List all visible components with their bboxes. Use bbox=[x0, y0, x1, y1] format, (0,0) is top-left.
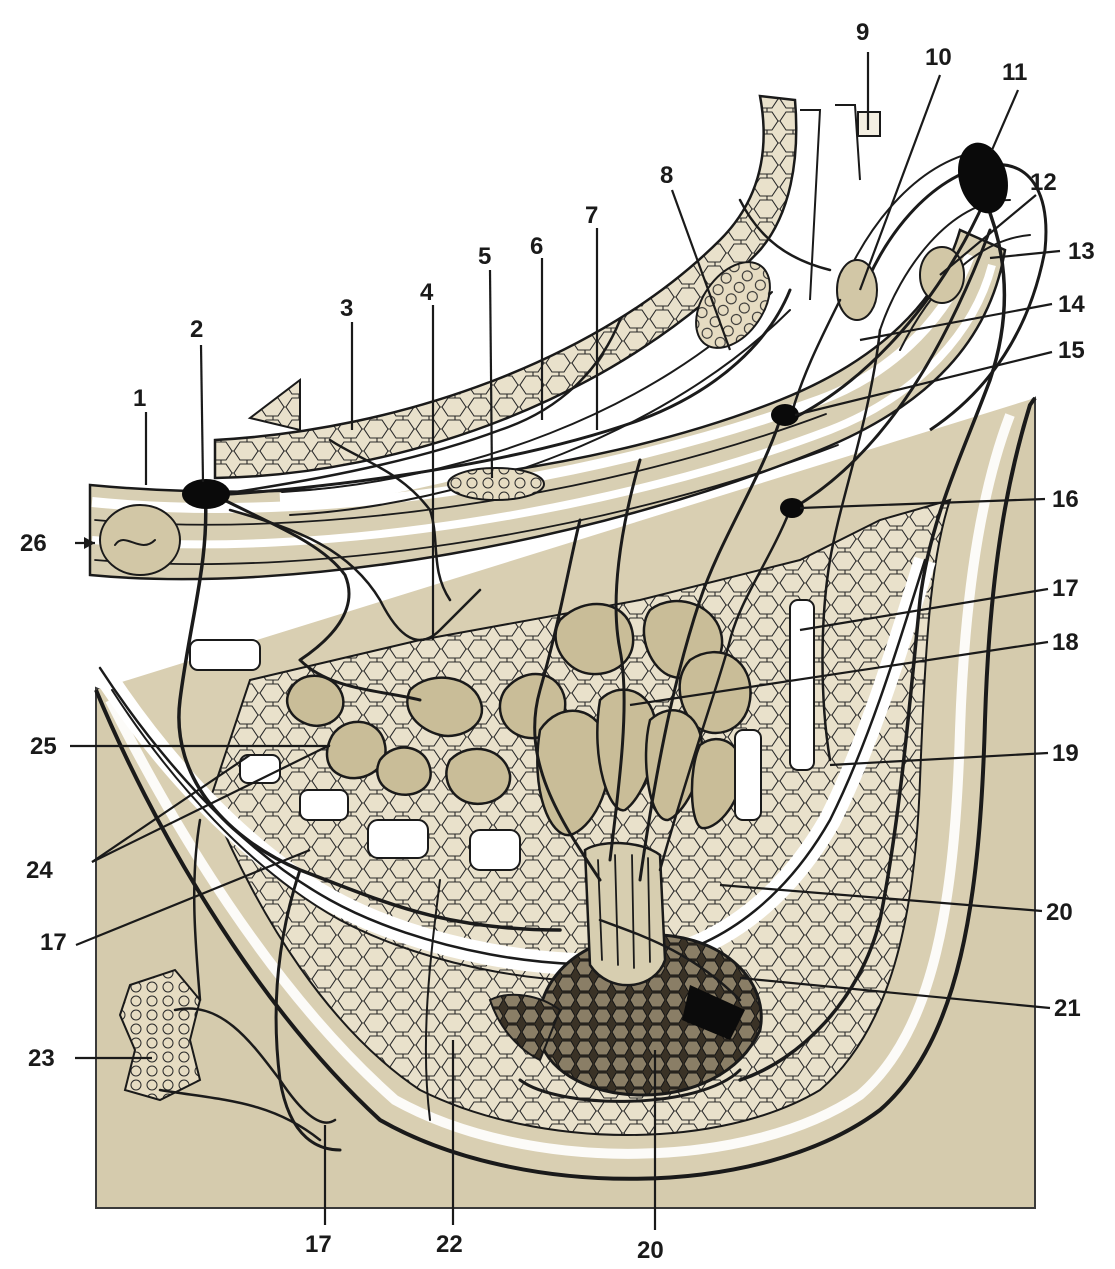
callout-7: 7 bbox=[585, 202, 598, 229]
callout-15: 15 bbox=[1058, 337, 1085, 364]
callout-23: 23 bbox=[28, 1045, 55, 1072]
callout-25: 25 bbox=[30, 733, 57, 760]
lymph-node-15 bbox=[771, 404, 799, 426]
callout-17-left: 17 bbox=[40, 929, 67, 956]
callout-11: 11 bbox=[1002, 59, 1027, 86]
lymph-node-11 bbox=[951, 137, 1016, 219]
callout-1: 1 bbox=[133, 385, 146, 412]
callout-17-bottom: 17 bbox=[305, 1231, 332, 1258]
callout-10: 10 bbox=[925, 44, 952, 71]
callout-6: 6 bbox=[530, 233, 543, 260]
callout-9: 9 bbox=[856, 19, 869, 46]
callout-20-right: 20 bbox=[1046, 899, 1073, 926]
callout-26: 26 bbox=[20, 530, 47, 557]
callout-4: 4 bbox=[420, 279, 434, 306]
callout-8: 8 bbox=[660, 162, 673, 189]
callout-19: 19 bbox=[1052, 740, 1079, 767]
callout-3: 3 bbox=[340, 295, 353, 322]
callout-21: 21 bbox=[1054, 995, 1081, 1022]
callout-12: 12 bbox=[1030, 169, 1057, 196]
callout-2: 2 bbox=[190, 316, 203, 343]
callout-18: 18 bbox=[1052, 629, 1079, 656]
callout-5: 5 bbox=[478, 243, 491, 270]
callout-22: 22 bbox=[436, 1231, 463, 1258]
callout-14: 14 bbox=[1058, 291, 1085, 318]
callout-20-bottom: 20 bbox=[637, 1237, 664, 1264]
lymph-node-2 bbox=[182, 479, 230, 509]
callout-17-right: 17 bbox=[1052, 575, 1079, 602]
callout-24: 24 bbox=[26, 857, 53, 884]
callout-16: 16 bbox=[1052, 486, 1079, 513]
callout-13: 13 bbox=[1068, 238, 1095, 265]
